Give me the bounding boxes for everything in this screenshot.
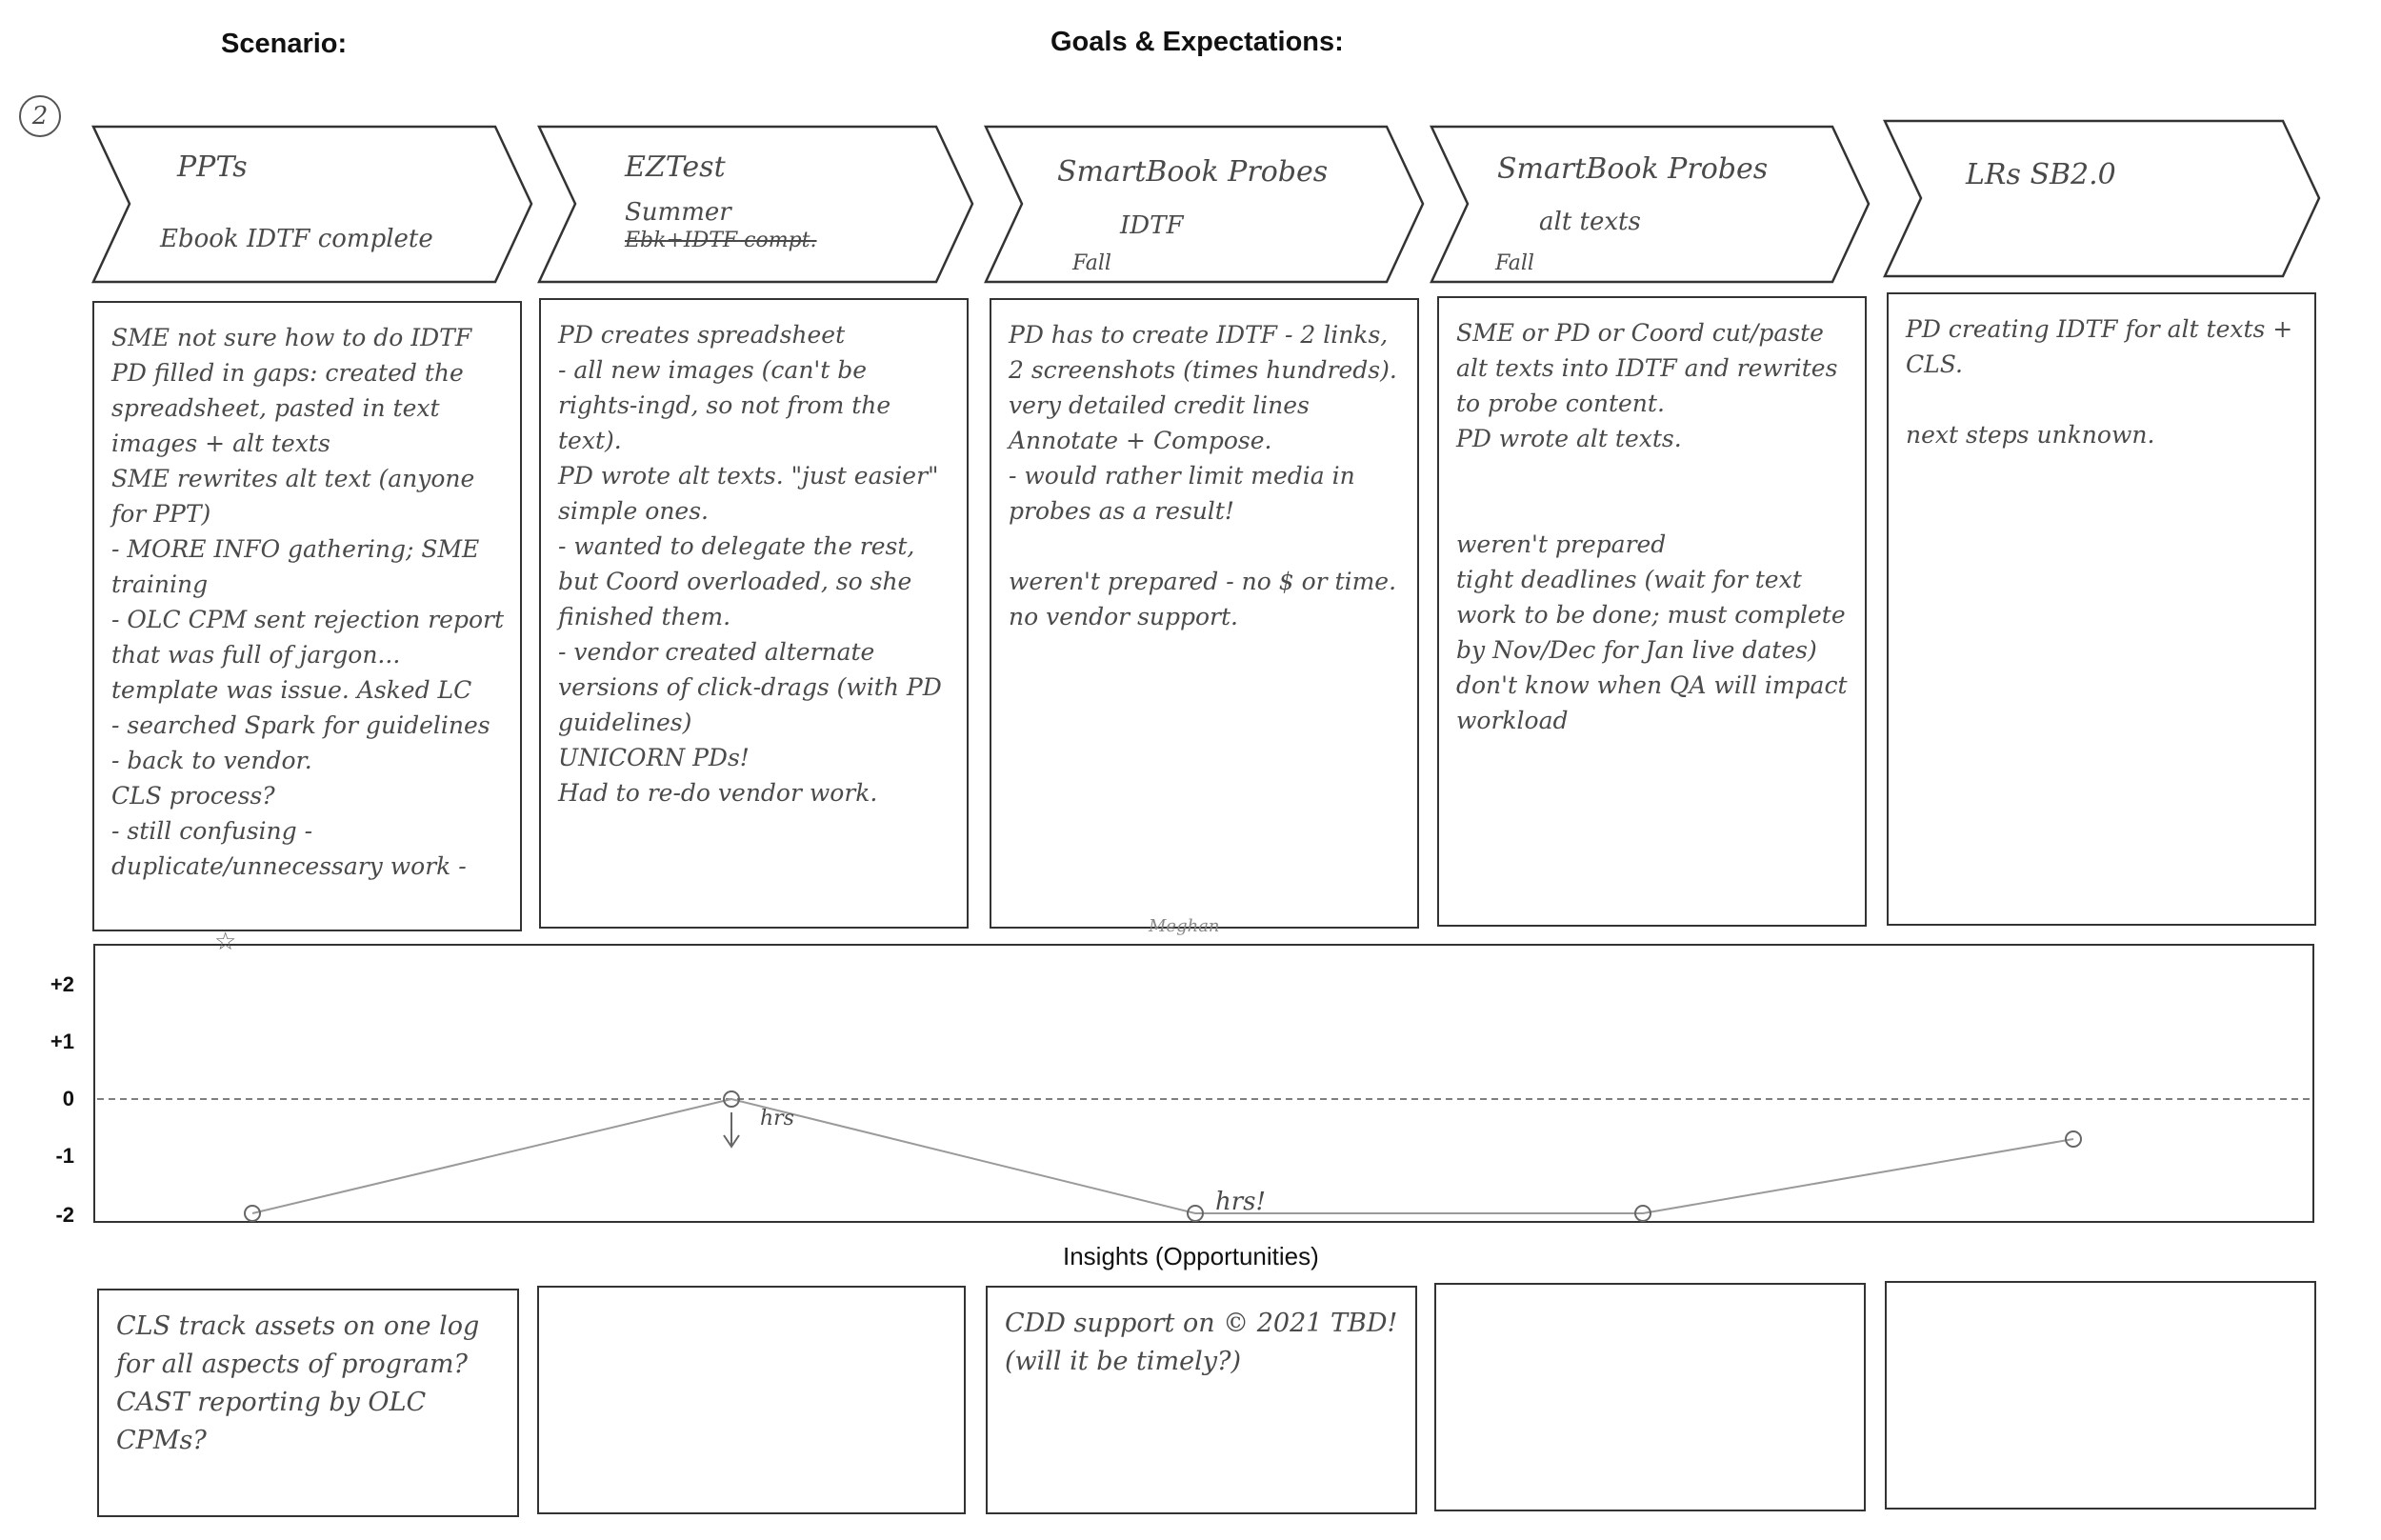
insight-card-3: CDD support on © 2021 TBD! (will it be t…	[986, 1286, 1417, 1514]
phase-chevron-3	[984, 125, 1425, 284]
page-number: 2	[31, 102, 49, 130]
activity-card-text: PD has to create IDTF - 2 links, 2 scree…	[1009, 321, 1397, 630]
phase-3-season: Fall	[1072, 251, 1111, 275]
phase-5-title: LRs SB2.0	[1966, 158, 2116, 191]
activity-card-text: SME or PD or Coord cut/paste alt texts i…	[1456, 319, 1848, 734]
activity-card-5: PD creating IDTF for alt texts + CLS. ne…	[1887, 292, 2316, 926]
phase-1-title: PPTs	[177, 150, 248, 184]
annotation-hrs-exclaim: hrs!	[1215, 1188, 1266, 1216]
insights-heading: Insights (Opportunities)	[1063, 1242, 1319, 1270]
phase-chevron-5	[1883, 119, 2321, 278]
phase-3-subtitle: IDTF	[1120, 211, 1184, 240]
activity-card-text: PD creates spreadsheet - all new images …	[558, 321, 942, 807]
phase-1-subtitle: Ebook IDTF complete	[160, 225, 433, 253]
page-number-badge: 2	[19, 95, 61, 137]
phase-3-title: SmartBook Probes	[1057, 155, 1329, 189]
insight-card-4	[1434, 1283, 1866, 1511]
insight-card-2	[537, 1286, 966, 1514]
y-tick-label: +1	[50, 1030, 74, 1053]
y-tick-label: +2	[50, 972, 74, 996]
phase-2-struck-note: Ebk+IDTF compt.	[625, 229, 817, 252]
annotation-meghan: Meghan	[1149, 916, 1220, 936]
annotation-hrs: hrs	[760, 1107, 794, 1130]
phase-chevron-2	[537, 125, 974, 284]
emotion-chart-frame	[93, 944, 2314, 1223]
insight-card-text: CDD support on © 2021 TBD! (will it be t…	[1005, 1309, 1398, 1376]
activity-card-4: SME or PD or Coord cut/paste alt texts i…	[1437, 296, 1867, 927]
activity-card-3: PD has to create IDTF - 2 links, 2 scree…	[990, 298, 1419, 929]
y-tick-label: 0	[62, 1087, 74, 1110]
phase-chevron-4	[1430, 125, 1871, 284]
activity-card-2: PD creates spreadsheet - all new images …	[539, 298, 969, 929]
insight-card-text: CLS track assets on one log for all aspe…	[116, 1311, 480, 1455]
phase-4-subtitle: alt texts	[1539, 208, 1641, 236]
phase-2-title: EZTest	[625, 150, 726, 184]
goals-heading: Goals & Expectations:	[1050, 27, 1344, 57]
activity-card-1: SME not sure how to do IDTF PD filled in…	[92, 301, 522, 931]
insight-card-1: CLS track assets on one log for all aspe…	[97, 1289, 519, 1517]
activity-card-text: SME not sure how to do IDTF PD filled in…	[111, 324, 505, 880]
y-tick-label: -2	[55, 1203, 74, 1227]
phase-2-subtitle: Summer	[625, 198, 731, 227]
y-tick-label: -1	[55, 1144, 74, 1168]
phase-chevron-1	[91, 125, 533, 284]
scenario-heading: Scenario:	[221, 29, 348, 59]
phase-4-title: SmartBook Probes	[1497, 152, 1769, 186]
insight-card-5	[1885, 1281, 2316, 1510]
activity-card-text: PD creating IDTF for alt texts + CLS. ne…	[1906, 315, 2293, 449]
phase-chevrons	[91, 119, 2321, 284]
phase-4-season: Fall	[1495, 251, 1534, 275]
